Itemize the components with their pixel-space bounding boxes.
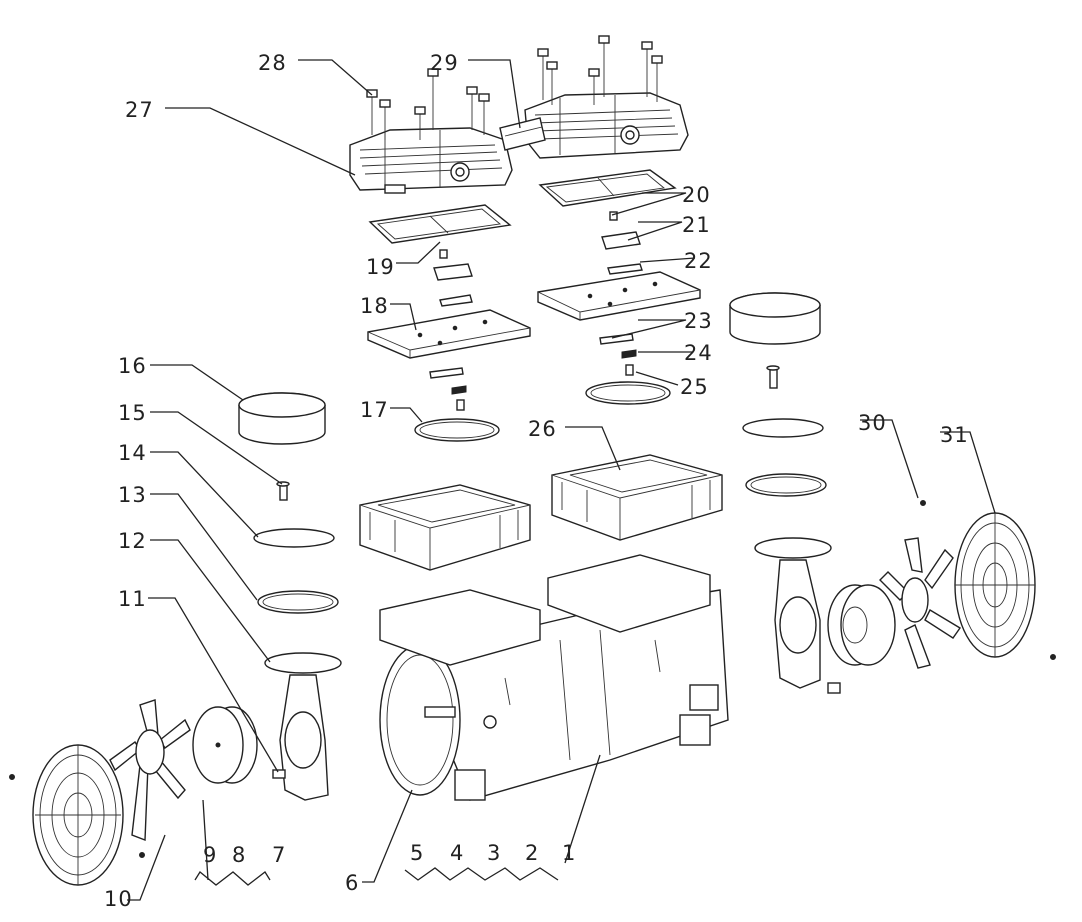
callout-24: 24	[684, 341, 713, 365]
fan-blade-left	[109, 699, 191, 842]
callout-21: 21	[682, 213, 711, 237]
connecting-rod-left	[264, 652, 342, 801]
callout-16: 16	[118, 354, 147, 378]
callout-22: 22	[684, 249, 713, 273]
valve-parts-left	[429, 249, 473, 411]
o-ring-left	[414, 418, 500, 442]
head-screws	[366, 35, 663, 140]
callout-30: 30	[858, 411, 887, 435]
callout-17: 17	[360, 398, 389, 422]
callout-6: 6	[345, 871, 359, 895]
callout-8: 8	[232, 843, 246, 867]
valve-plate-right	[537, 271, 701, 321]
fan-blade-right	[879, 537, 962, 669]
callout-1: 1	[562, 841, 576, 865]
plate-right	[742, 418, 824, 438]
ring-13	[257, 590, 339, 614]
valve-parts-right	[599, 211, 643, 376]
motor-housing	[379, 554, 729, 801]
callout-26: 26	[528, 417, 557, 441]
gasket-right	[538, 169, 677, 207]
callout-20: 20	[682, 183, 711, 207]
valve-plate-left	[367, 309, 531, 359]
callout-14: 14	[118, 441, 147, 465]
callout-12: 12	[118, 529, 147, 553]
callout-labels: 28 29 27 20 21 22 23 24 25 26 19 18 17 1…	[104, 51, 969, 911]
screw-right	[766, 365, 780, 389]
screw-15	[276, 481, 290, 501]
callout-25: 25	[680, 375, 709, 399]
cylinder-frame-left	[359, 484, 531, 571]
cylinder-head-right	[524, 92, 689, 159]
callout-15: 15	[118, 401, 147, 425]
cup-16	[238, 392, 326, 445]
fan-cover-right	[920, 500, 1056, 660]
callout-2: 2	[525, 841, 539, 865]
callout-13: 13	[118, 483, 147, 507]
cylinder-head-left	[349, 127, 513, 194]
callout-23: 23	[684, 309, 713, 333]
connecting-tube	[499, 117, 546, 151]
callout-5: 5	[410, 841, 424, 865]
callout-4: 4	[450, 841, 464, 865]
fan-cover-left	[9, 744, 145, 886]
callout-3: 3	[487, 841, 501, 865]
gasket-left	[368, 204, 512, 244]
callout-29: 29	[430, 51, 459, 75]
connecting-rod-right	[754, 537, 841, 694]
pulley-9	[192, 706, 258, 784]
cup-right	[729, 292, 821, 345]
callout-10: 10	[104, 887, 133, 911]
callout-28: 28	[258, 51, 287, 75]
callout-31: 31	[940, 423, 969, 447]
callout-18: 18	[360, 294, 389, 318]
leader-lines	[127, 59, 996, 901]
callout-7: 7	[272, 843, 286, 867]
o-ring-right	[585, 381, 671, 405]
callout-27: 27	[125, 98, 154, 122]
pulley-right	[827, 584, 896, 666]
cylinder-frame-right	[551, 454, 723, 541]
callout-9: 9	[203, 843, 217, 867]
callout-19: 19	[366, 255, 395, 279]
ring-right	[745, 473, 827, 497]
callout-11: 11	[118, 587, 147, 611]
plate-14	[253, 528, 335, 548]
